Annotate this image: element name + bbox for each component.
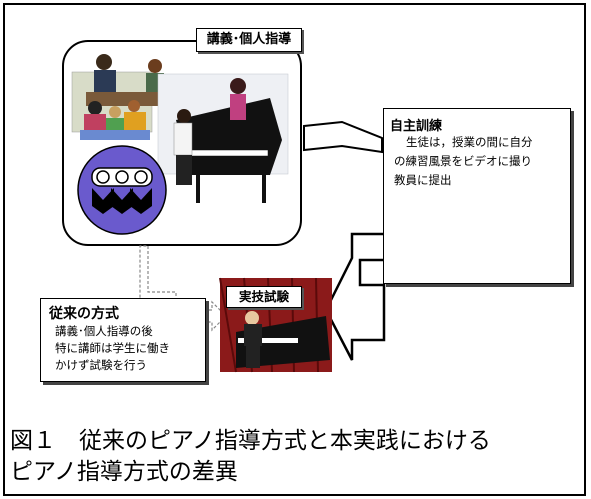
self-training-line: 生徒は，授業の間に自分 bbox=[406, 135, 533, 149]
conventional-method-panel: 従来の方式 講義･個人指導の後 特に講師は学生に働き かけず試験を行う bbox=[40, 298, 206, 382]
self-training-line: 教員に提出 bbox=[394, 173, 452, 187]
piano-lesson-clipart bbox=[157, 73, 289, 203]
conventional-line: 講義･個人指導の後 bbox=[55, 324, 153, 338]
caption-line-1: 図１ 従来のピアノ指導方式と本実践における bbox=[10, 428, 491, 454]
dashed-flow-arrow bbox=[139, 245, 227, 332]
lecture-clipart bbox=[71, 54, 164, 140]
conventional-line: 特に講師は学生に働き bbox=[55, 341, 170, 355]
self-training-panel: 自主訓練 生徒は，授業の間に自分 の練習風景をビデオに撮り 教員に提出 bbox=[383, 108, 571, 284]
exam-label: 実技試験 bbox=[226, 286, 302, 308]
self-training-title: 自主訓練 bbox=[390, 119, 443, 134]
arrow-to-self-training bbox=[303, 120, 383, 154]
conventional-method-title: 従来の方式 bbox=[49, 306, 119, 322]
arrow-to-exam bbox=[324, 232, 394, 361]
conventional-line: かけず試験を行う bbox=[55, 358, 147, 372]
self-training-line: の練習風景をビデオに撮り bbox=[394, 154, 532, 168]
figure-caption: 図１ 従来のピアノ指導方式と本実践における ピアノ指導方式の差異 bbox=[10, 426, 580, 488]
group-badge-icon bbox=[77, 145, 167, 235]
caption-line-2: ピアノ指導方式の差異 bbox=[10, 459, 238, 485]
conventional-method-description: 講義･個人指導の後 特に講師は学生に働き かけず試験を行う bbox=[55, 323, 170, 374]
lecture-label: 講義･個人指導 bbox=[196, 28, 302, 52]
self-training-description: 生徒は，授業の間に自分 の練習風景をビデオに撮り 教員に提出 bbox=[394, 133, 568, 190]
